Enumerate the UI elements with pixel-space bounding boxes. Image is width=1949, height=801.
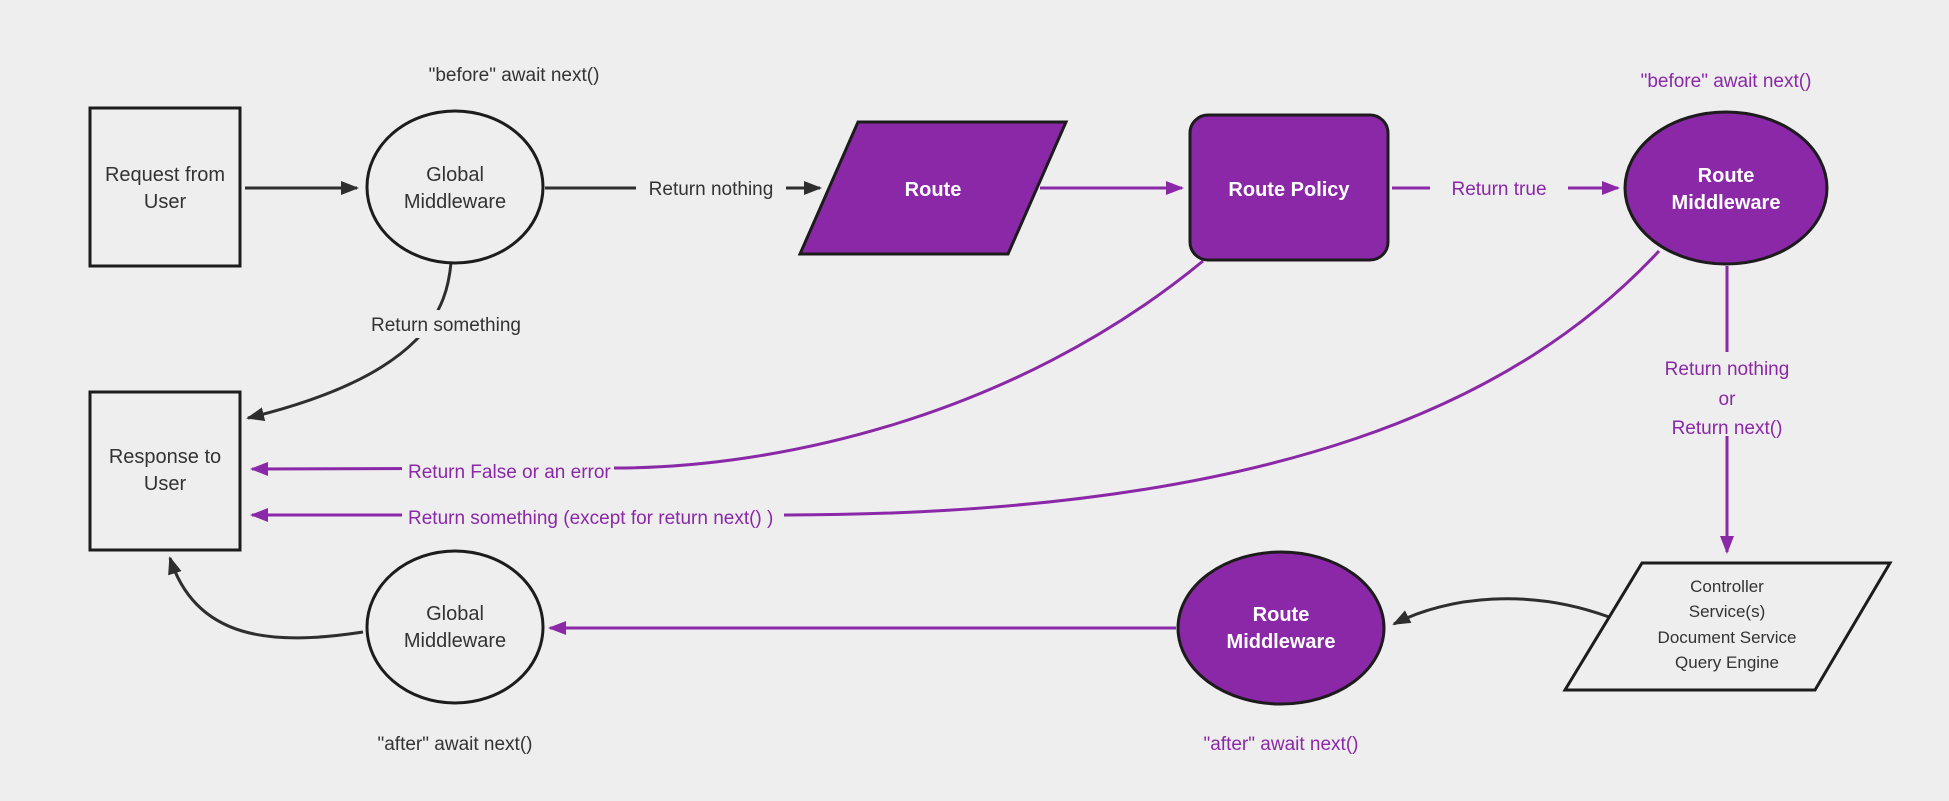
edge-global-mw-bottom-to-response: [168, 556, 364, 640]
label-return-false: Return False or an error: [408, 462, 611, 483]
node-route-policy: Route Policy: [1188, 113, 1390, 262]
label-before-await-right: "before" await next(): [1641, 71, 1812, 92]
response-label-line1: Response to: [109, 446, 221, 468]
route-mw-top-line1: Route: [1698, 165, 1755, 187]
route-mw-bottom-line1: Route: [1253, 604, 1310, 626]
global-mw-top-shape: [365, 109, 545, 265]
edge-global-mw-return-something: [246, 262, 453, 422]
request-label-line2: User: [144, 191, 187, 213]
services-line2: Service(s): [1689, 602, 1766, 621]
edge-route-mw-return-something-except: [250, 249, 1661, 522]
response-box-shape: [88, 390, 242, 552]
route-mw-bottom-line2: Middleware: [1227, 631, 1336, 653]
label-after-await-right: "after" await next(): [1204, 734, 1359, 755]
label-return-nothing-or-2: or: [1719, 389, 1737, 410]
edge-route-policy-return-false: [250, 259, 1204, 476]
route-policy-label: Route Policy: [1228, 179, 1350, 201]
services-line3: Document Service: [1658, 628, 1797, 647]
node-services: Controller Service(s) Document Service Q…: [1562, 561, 1893, 692]
label-return-true: Return true: [1451, 179, 1546, 200]
global-mw-bottom-shape: [365, 549, 545, 705]
request-label-line1: Request from: [105, 164, 225, 186]
global-mw-bottom-line1: Global: [426, 603, 484, 625]
route-mw-top-shape: [1623, 110, 1829, 266]
global-mw-top-line1: Global: [426, 164, 484, 186]
edge-services-to-route-mw-bottom: [1392, 597, 1610, 626]
node-route: Route: [797, 120, 1069, 256]
label-return-nothing: Return nothing: [649, 179, 774, 200]
label-bg-return-nothing-or: [1648, 352, 1806, 436]
label-after-await-left: "after" await next(): [378, 734, 533, 755]
services-line1: Controller: [1690, 577, 1764, 596]
node-global-middleware-bottom: Global Middleware: [365, 549, 545, 705]
services-line4: Query Engine: [1675, 653, 1779, 672]
route-mw-top-line2: Middleware: [1672, 192, 1781, 214]
global-mw-top-line2: Middleware: [404, 191, 506, 213]
node-route-middleware-bottom: Route Middleware: [1176, 550, 1386, 706]
label-bg-return-something: [366, 310, 526, 338]
edge-label-backgrounds: [366, 175, 1806, 529]
route-label: Route: [905, 179, 962, 201]
edge-labels: "before" await next() Return nothing Ret…: [371, 65, 1811, 755]
response-label-line2: User: [144, 473, 187, 495]
label-return-nothing-or-3: Return next(): [1672, 418, 1783, 439]
label-bg-return-false: [402, 456, 614, 484]
route-shape: [797, 120, 1069, 256]
label-bg-return-true: [1430, 175, 1568, 201]
node-global-middleware-top: Global Middleware: [365, 109, 545, 265]
label-return-something: Return something: [371, 315, 521, 336]
request-box-shape: [88, 106, 242, 268]
route-policy-shape: [1188, 113, 1390, 262]
global-mw-bottom-line2: Middleware: [404, 630, 506, 652]
label-bg-return-something-except: [402, 501, 784, 529]
node-route-middleware-top: Route Middleware: [1623, 110, 1829, 266]
label-bg-return-nothing: [636, 175, 786, 201]
nodes: Request from User Global Middleware Rout…: [88, 106, 1893, 706]
label-before-await-left: "before" await next(): [429, 65, 600, 86]
services-shape: [1562, 561, 1893, 692]
label-return-something-except: Return something (except for return next…: [408, 508, 773, 529]
node-response-to-user: Response to User: [88, 390, 242, 552]
label-return-nothing-or-1: Return nothing: [1665, 359, 1790, 380]
route-mw-bottom-shape: [1176, 550, 1386, 706]
node-request-from-user: Request from User: [88, 106, 242, 268]
